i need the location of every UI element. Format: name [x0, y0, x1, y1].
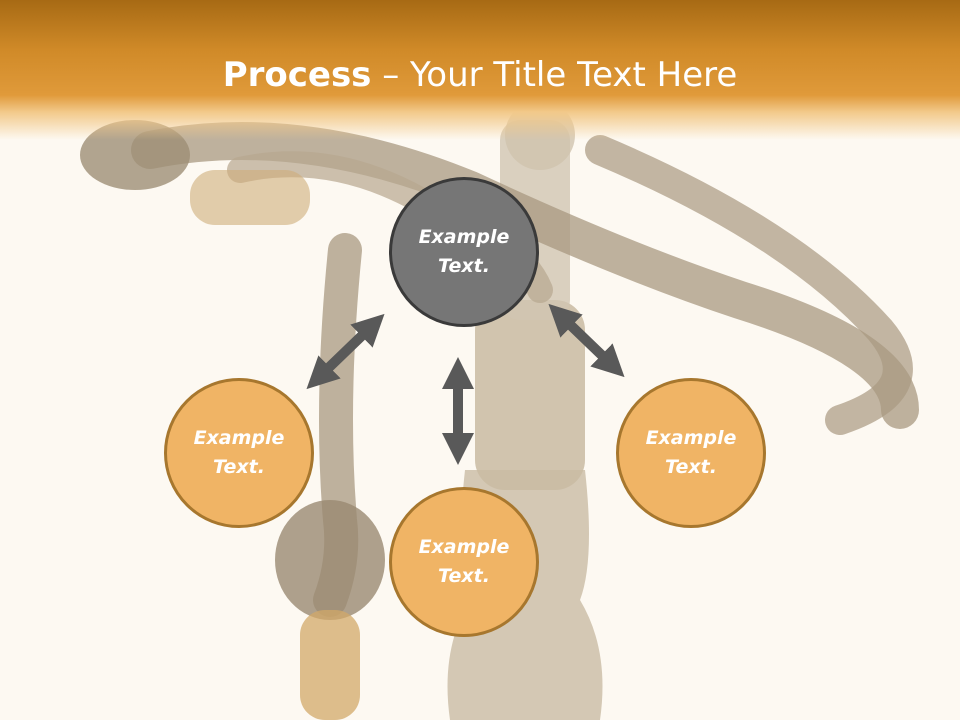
title-bar [0, 0, 960, 150]
node-label-line-1: Example [193, 427, 285, 449]
title-rest: – Your Title Text Here [371, 55, 738, 95]
node-label-line-2: Text. [438, 565, 490, 587]
slide-title: Process – Your Title Text Here [0, 52, 960, 98]
node-label-line-1: Example [418, 226, 510, 248]
node-label-line-2: Text. [665, 456, 717, 478]
node-label-line-1: Example [645, 427, 737, 449]
node-label-line-2: Text. [213, 456, 265, 478]
title-bold: Process [222, 55, 372, 95]
node-label-line-2: Text. [438, 255, 490, 277]
node-label-line-1: Example [418, 536, 510, 558]
